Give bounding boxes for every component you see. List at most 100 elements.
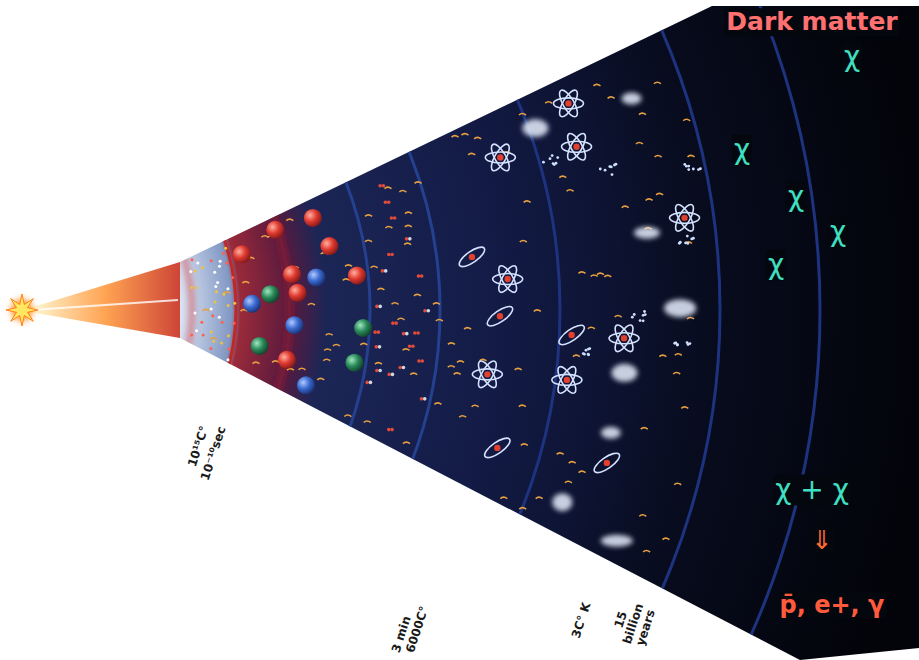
photon-dash [448, 366, 455, 368]
quark-spark [222, 293, 225, 296]
photon-dash [345, 265, 352, 267]
photon-dash [519, 508, 526, 510]
big-bang-star [6, 294, 38, 326]
atom-symbol [485, 142, 515, 173]
epoch-boundary [0, 40, 290, 580]
cluster-dot [687, 168, 690, 171]
light-nucleus [413, 331, 420, 335]
photon-dash [681, 407, 688, 409]
quark-spark [190, 333, 193, 336]
cluster-dot [610, 166, 613, 169]
cluster-dot [556, 156, 559, 159]
atom-nucleus [494, 445, 500, 451]
neutron-dot [427, 309, 431, 313]
photon-dash [287, 369, 294, 371]
photon-dash [569, 462, 576, 464]
cluster-dot [585, 349, 588, 352]
quark-spark [219, 260, 222, 263]
cluster-dot [699, 167, 702, 170]
electron-orbit [553, 98, 583, 109]
nucleon-ball [243, 295, 261, 313]
light-nucleus [387, 373, 394, 377]
photon-dash [472, 405, 479, 407]
cluster-dot [549, 157, 552, 160]
photon-dash [210, 338, 217, 340]
light-nucleus [420, 397, 427, 401]
electron-orbit [612, 323, 637, 354]
light-nucleus [375, 369, 382, 373]
electron-orbit [562, 141, 592, 152]
temperature-label: 3C° K [569, 599, 594, 642]
photon-dash [687, 317, 694, 319]
proton-dot [413, 331, 417, 335]
temperature-label: 6000C° [403, 603, 432, 657]
photon-dash [656, 193, 663, 195]
photon-dash [405, 212, 412, 214]
quark-spark [195, 329, 198, 332]
atom-symbol [456, 244, 487, 270]
atom-symbol [493, 263, 523, 294]
cluster-dot [642, 314, 645, 317]
photon-dash [578, 272, 585, 274]
photon-dash [688, 155, 695, 157]
neutron-dot [405, 332, 409, 336]
neutron-dot [416, 331, 420, 335]
particle-symbol: χ [766, 250, 786, 281]
quark-spark [215, 290, 218, 293]
atom-nucleus [497, 313, 503, 319]
galaxy-cluster [542, 154, 559, 166]
light-nucleus [378, 184, 385, 188]
galaxy-cluster [678, 235, 695, 245]
photon-dash [524, 201, 531, 203]
cluster-dot [615, 163, 618, 166]
electron-orbit [564, 131, 589, 162]
nucleon-ball [345, 354, 363, 372]
nucleon-ball [307, 268, 325, 286]
cluster-dot [685, 165, 688, 168]
neutron-dot [408, 237, 412, 241]
proton-dot [365, 381, 369, 385]
quark-spark [210, 308, 213, 311]
cluster-dot [686, 235, 689, 238]
photon-dash [683, 119, 690, 121]
photon-dash [591, 275, 598, 277]
arrow-symbol: ⇓ [809, 526, 835, 555]
atom-nucleus [497, 154, 503, 160]
particle-symbol: χ [732, 135, 752, 166]
beam-highlight [32, 300, 178, 310]
neutron-dot [393, 216, 397, 220]
galaxy-cluster [599, 163, 617, 176]
galaxy-blob [634, 227, 660, 239]
proton-dot [423, 309, 427, 313]
photon-dash [662, 538, 669, 540]
atom-nucleus [565, 100, 571, 106]
photon-dash [655, 155, 662, 157]
cluster-dot [587, 353, 590, 356]
photon-dash [415, 182, 422, 184]
photon-dash [643, 550, 650, 552]
cluster-dot [639, 319, 642, 322]
atom-nucleus [621, 335, 627, 341]
quark-spark [209, 347, 212, 350]
proton-dot [387, 253, 391, 257]
quark-spark [216, 281, 219, 284]
photon-dash [608, 97, 615, 99]
particle-symbol-box: χ [828, 217, 848, 248]
photon-dash [344, 415, 351, 417]
nucleon-ball [283, 265, 301, 283]
quark-spark [233, 302, 236, 305]
cluster-dot [631, 316, 634, 319]
proton-dot [402, 332, 406, 336]
quark-spark [190, 286, 193, 289]
quark-spark [194, 269, 197, 272]
atom-symbol [482, 435, 513, 461]
light-nucleus [417, 359, 424, 363]
electron-orbit [475, 359, 500, 390]
quark-spark [218, 316, 221, 319]
galaxy-blob [601, 427, 621, 439]
quark-spark [210, 259, 213, 262]
neutron-dot [394, 321, 398, 325]
quark-spark [221, 321, 224, 324]
